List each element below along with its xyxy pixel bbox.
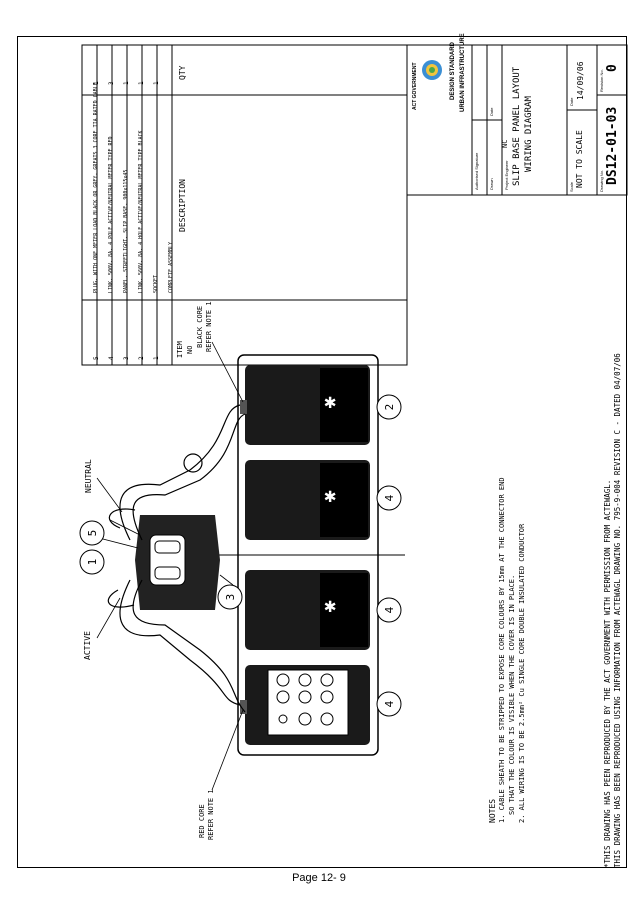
link-red-2: ✱ — [245, 570, 370, 650]
callout-4-a: 4 — [383, 494, 396, 501]
header-description: DESCRIPTION — [178, 179, 187, 232]
title-block-grid — [406, 44, 628, 196]
copyright-line2: THIS DRAWING HAS BEEN REPRODUCED USING I… — [613, 353, 622, 868]
tb-title-line2: WIRING DIAGRAM — [524, 96, 534, 172]
row-3-description: PANEL, STREETLIGHT, SLIP BASE, 900x115x4… — [123, 169, 129, 293]
row-5-description: PLUG, WITH ONE METER LOAD BLACK OR GREY,… — [93, 82, 99, 293]
tb-date-label: Date — [489, 107, 494, 116]
notes-heading: NOTES — [488, 798, 497, 823]
tb-drawing-no: DS12-01-03 — [605, 106, 620, 185]
cables — [107, 404, 246, 713]
label-neutral: NEUTRAL — [84, 459, 93, 493]
label-active: ACTIVE — [83, 631, 92, 660]
row-4-qty: 3 — [108, 81, 115, 85]
svg-text:✱: ✱ — [324, 389, 336, 413]
row-3-no: 3 — [123, 356, 130, 360]
callout-5: 5 — [86, 530, 99, 537]
row-5-no: 5 — [93, 356, 100, 360]
row-4-no: 4 — [108, 356, 115, 360]
copyright-line1: *THIS DRAWING HAS PEEN REPRODUCED BY THE… — [603, 479, 612, 868]
svg-text:✱: ✱ — [324, 593, 336, 617]
label-red-core-note: REFER NOTE 1 — [207, 789, 215, 840]
row-assembly-description: COMPLETE ASSEMBLY — [168, 241, 174, 293]
callout-2: 2 — [383, 404, 396, 411]
row-3-qty: 1 — [123, 81, 130, 85]
tb-scale-label: Scale — [569, 181, 574, 192]
row-2-qty: 1 — [138, 81, 145, 85]
drawing-sheet — [17, 36, 627, 868]
notes-line3: 2. ALL WIRING IS TO BE 2.5mm² Cu SINGLE … — [518, 523, 526, 823]
act-logo — [422, 60, 442, 80]
link-black: ✱ — [240, 365, 370, 445]
parts-table-grid — [81, 44, 408, 366]
notes-line1: 1. CABLE SHEATH TO BE STRIPPED TO EXPOSE… — [498, 477, 506, 823]
tb-drawn-value: NC — [501, 139, 509, 148]
callout-4-b: 4 — [383, 606, 396, 613]
tb-dept-line1: DESIGN STANDARD — [450, 42, 456, 100]
label-red-core: RED CORE — [198, 804, 206, 838]
header-item-no: NO — [186, 345, 194, 354]
row-2-no: 2 — [138, 356, 145, 360]
row-1-qty: 1 — [153, 81, 160, 85]
tb-project-engineer-label: Project Engineer — [504, 160, 509, 190]
row-1-no: 1 — [153, 356, 160, 360]
tb-scale-value: NOT TO SCALE — [575, 130, 584, 188]
tb-date-label-2: Date — [569, 97, 574, 106]
link-red-1: ✱ — [245, 460, 370, 540]
svg-text:✱: ✱ — [324, 483, 336, 507]
callout-3: 3 — [224, 594, 237, 601]
slip-base-panel — [214, 354, 405, 756]
label-black-core: BLACK CORE — [196, 305, 204, 348]
row-5-qty: 1 — [93, 81, 100, 85]
callout-1: 1 — [86, 559, 99, 566]
callout-4-c: 4 — [383, 700, 396, 707]
row-1-description: SOCKET — [153, 274, 159, 293]
tb-date-value: 14/09/06 — [576, 61, 585, 100]
header-qty: QTY — [178, 65, 187, 80]
leader-lines — [96, 341, 244, 791]
tb-dept-line2: URBAN INFRASTRUCTURE — [460, 33, 466, 112]
notes-line2: SO THAT THE COLOUR IS VISIBLE WHEN THE C… — [508, 574, 516, 815]
tb-revision-label: Revision No. — [599, 69, 604, 92]
page-footer: Page 12- 9 — [292, 872, 346, 884]
tb-title-line1: SLIP BASE PANEL LAYOUT — [512, 66, 522, 186]
socket — [135, 515, 220, 610]
tb-authorised-label: Authorised Signature — [474, 152, 479, 190]
label-black-core-note: REFER NOTE 1 — [205, 301, 213, 352]
row-2-description: LINK, 560V, 8A, 4 HOLE ACTIVE/NEUTRAL ME… — [138, 130, 144, 293]
header-item: ITEM — [176, 341, 184, 358]
tb-drawn-label: Drawn — [489, 178, 494, 190]
tb-org: ACT GOVERNMENT — [412, 62, 418, 111]
callout-circles — [79, 394, 402, 717]
tb-revision-value: 0 — [605, 64, 620, 72]
row-4-description: LINK, 500V, 8A, 4 POLE ACTIVE/NEUTRAL ME… — [108, 136, 114, 293]
link-red-3-terminals — [240, 665, 370, 745]
tb-drawing-no-label: Drawing No. — [599, 169, 604, 192]
